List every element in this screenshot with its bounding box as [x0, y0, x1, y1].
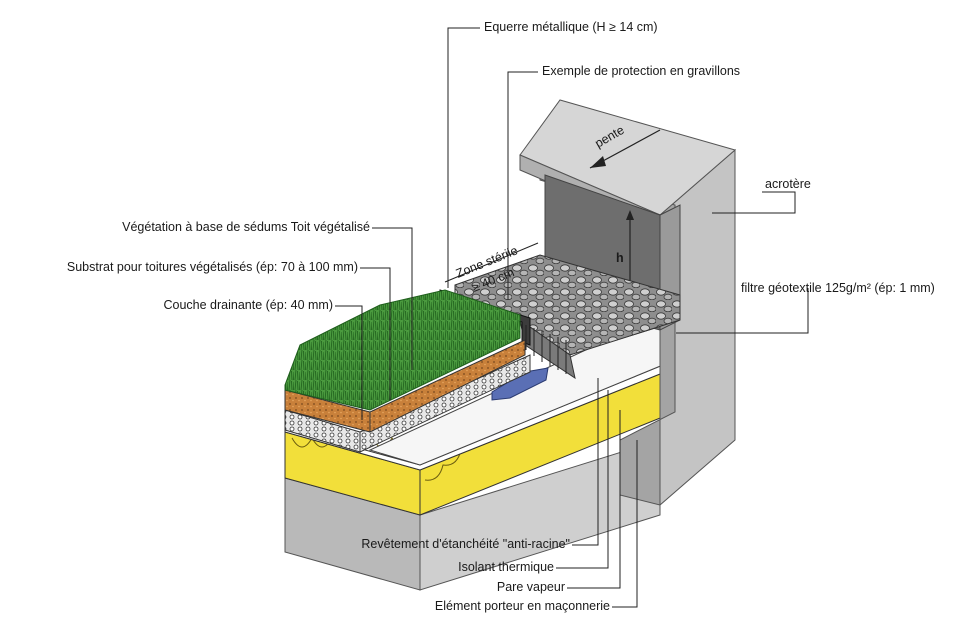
substrate-layer — [284, 339, 526, 433]
label-drainante: Couche drainante (ép: 40 mm) — [163, 298, 333, 312]
sedum-vegetation — [284, 289, 521, 411]
label-element-porteur: Elément porteur en maçonnerie — [434, 599, 610, 613]
label-pare-vapeur: Pare vapeur — [496, 580, 565, 594]
label-filtre: filtre géotextile 125g/m² (ép: 1 mm) — [741, 281, 935, 295]
label-substrat: Substrat pour toitures végétalisés (ép: … — [66, 260, 358, 274]
label-vegetation: Végétation à base de sédums Toit végétal… — [122, 220, 370, 234]
label-gravillons: Exemple de protection en gravillons — [542, 64, 741, 78]
label-acrotere: acrotère — [765, 177, 811, 191]
label-isolant: Isolant thermique — [458, 560, 554, 574]
metal-angle-slots — [525, 325, 567, 374]
height-label: h — [616, 251, 624, 265]
label-revetement: Revêtement d'étanchéité "anti-racine" — [361, 537, 570, 551]
leader-lines — [335, 27, 809, 608]
label-equerre: Equerre métallique (H ≥ 14 cm) — [484, 20, 658, 34]
